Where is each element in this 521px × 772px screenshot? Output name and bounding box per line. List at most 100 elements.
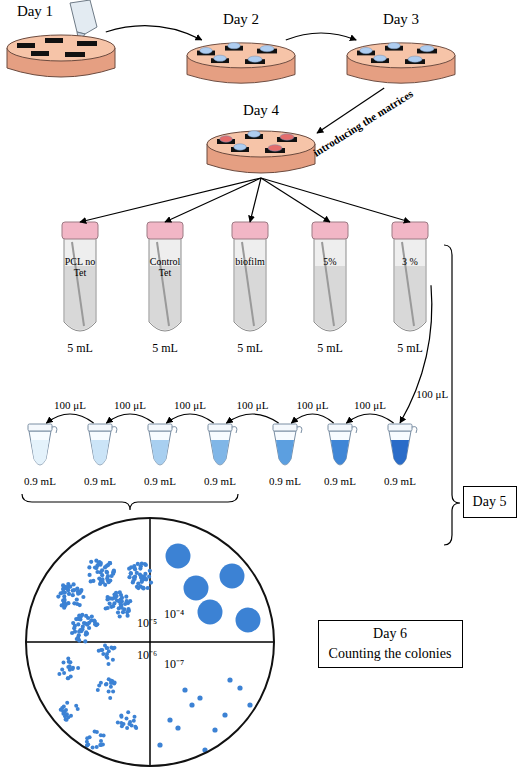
colony (91, 745, 95, 749)
colony (120, 715, 124, 719)
colony (119, 721, 123, 725)
colony (112, 681, 116, 685)
colony (132, 576, 136, 580)
colony (140, 580, 144, 584)
colony (107, 662, 111, 666)
colony (62, 705, 66, 709)
biofilm-blob (420, 46, 434, 52)
biofilm-blob (228, 43, 241, 49)
colony (100, 573, 104, 577)
tube-cap (147, 222, 183, 239)
colony (76, 622, 80, 626)
day-box: Day 5 (463, 486, 517, 518)
dilution-tube-shape (84, 423, 116, 471)
colony (67, 592, 71, 596)
colony (75, 602, 79, 606)
colony (106, 595, 110, 599)
colony (136, 582, 140, 586)
colony (119, 593, 123, 597)
volume-label: 0.9 mL (255, 475, 315, 487)
colony (138, 584, 142, 588)
colony (93, 620, 97, 624)
colony (105, 652, 109, 656)
colony (198, 600, 223, 625)
petri-dish-shape (5, 32, 117, 82)
colony (73, 624, 77, 628)
day-label: Day 5 (464, 494, 515, 509)
colony (109, 681, 113, 685)
colony (116, 611, 120, 615)
colony (77, 639, 81, 643)
colony (79, 589, 83, 593)
colony (95, 622, 99, 626)
colony (111, 647, 115, 651)
biofilm-blob (280, 134, 294, 140)
tube-liquid (276, 440, 294, 465)
tube-liquid (391, 440, 409, 465)
colony (112, 569, 116, 573)
pipette-body (70, 0, 97, 34)
colony (141, 585, 145, 589)
colony (236, 608, 261, 633)
colony (65, 712, 69, 716)
colony (127, 567, 131, 571)
colony (84, 630, 88, 634)
colony (197, 695, 202, 700)
colony (118, 590, 122, 594)
colony (79, 588, 83, 592)
colony (104, 564, 108, 568)
edge-label: 100 μL (231, 399, 275, 411)
colony (59, 708, 63, 712)
dilution-tube-shape (269, 423, 301, 471)
colony (80, 627, 84, 631)
colony (106, 574, 110, 578)
colony (95, 730, 99, 734)
colony (220, 564, 245, 589)
colony (125, 726, 129, 730)
colony (74, 704, 78, 708)
tube-cap (88, 424, 112, 431)
tube-body (394, 238, 426, 331)
edge-label: 100 μL (108, 399, 152, 411)
colony (175, 725, 180, 730)
colony (94, 622, 98, 626)
colony (104, 606, 108, 610)
colony (146, 586, 150, 590)
colony (62, 660, 66, 664)
colony (98, 570, 102, 574)
colony (130, 723, 134, 727)
colony (111, 572, 115, 576)
colony (60, 603, 64, 607)
colony (114, 591, 118, 595)
colony (103, 565, 107, 569)
colony (77, 633, 81, 637)
colony (131, 580, 135, 584)
colony (78, 617, 82, 621)
colony (132, 564, 136, 568)
colony (72, 582, 76, 586)
colony (100, 577, 104, 581)
colony (109, 678, 113, 682)
tube-body (209, 431, 231, 465)
colony (144, 577, 148, 581)
dilution-tube-shape (144, 423, 176, 471)
colony (67, 660, 71, 664)
dilution-tube: 0.9 mL (84, 423, 116, 471)
colony (166, 544, 191, 569)
tube-cap (273, 424, 297, 431)
colony (78, 603, 82, 607)
colony (112, 601, 116, 605)
colony (111, 681, 115, 685)
colony (131, 579, 135, 583)
colony (100, 568, 104, 572)
tube-hinge (297, 427, 302, 433)
colony (65, 701, 69, 705)
dilution-tube-shape (204, 423, 236, 471)
colony (63, 591, 67, 595)
colony (84, 614, 88, 618)
colony (95, 564, 99, 568)
colony (122, 722, 126, 726)
colony (68, 668, 72, 672)
colony (56, 595, 60, 599)
colony (99, 739, 103, 743)
